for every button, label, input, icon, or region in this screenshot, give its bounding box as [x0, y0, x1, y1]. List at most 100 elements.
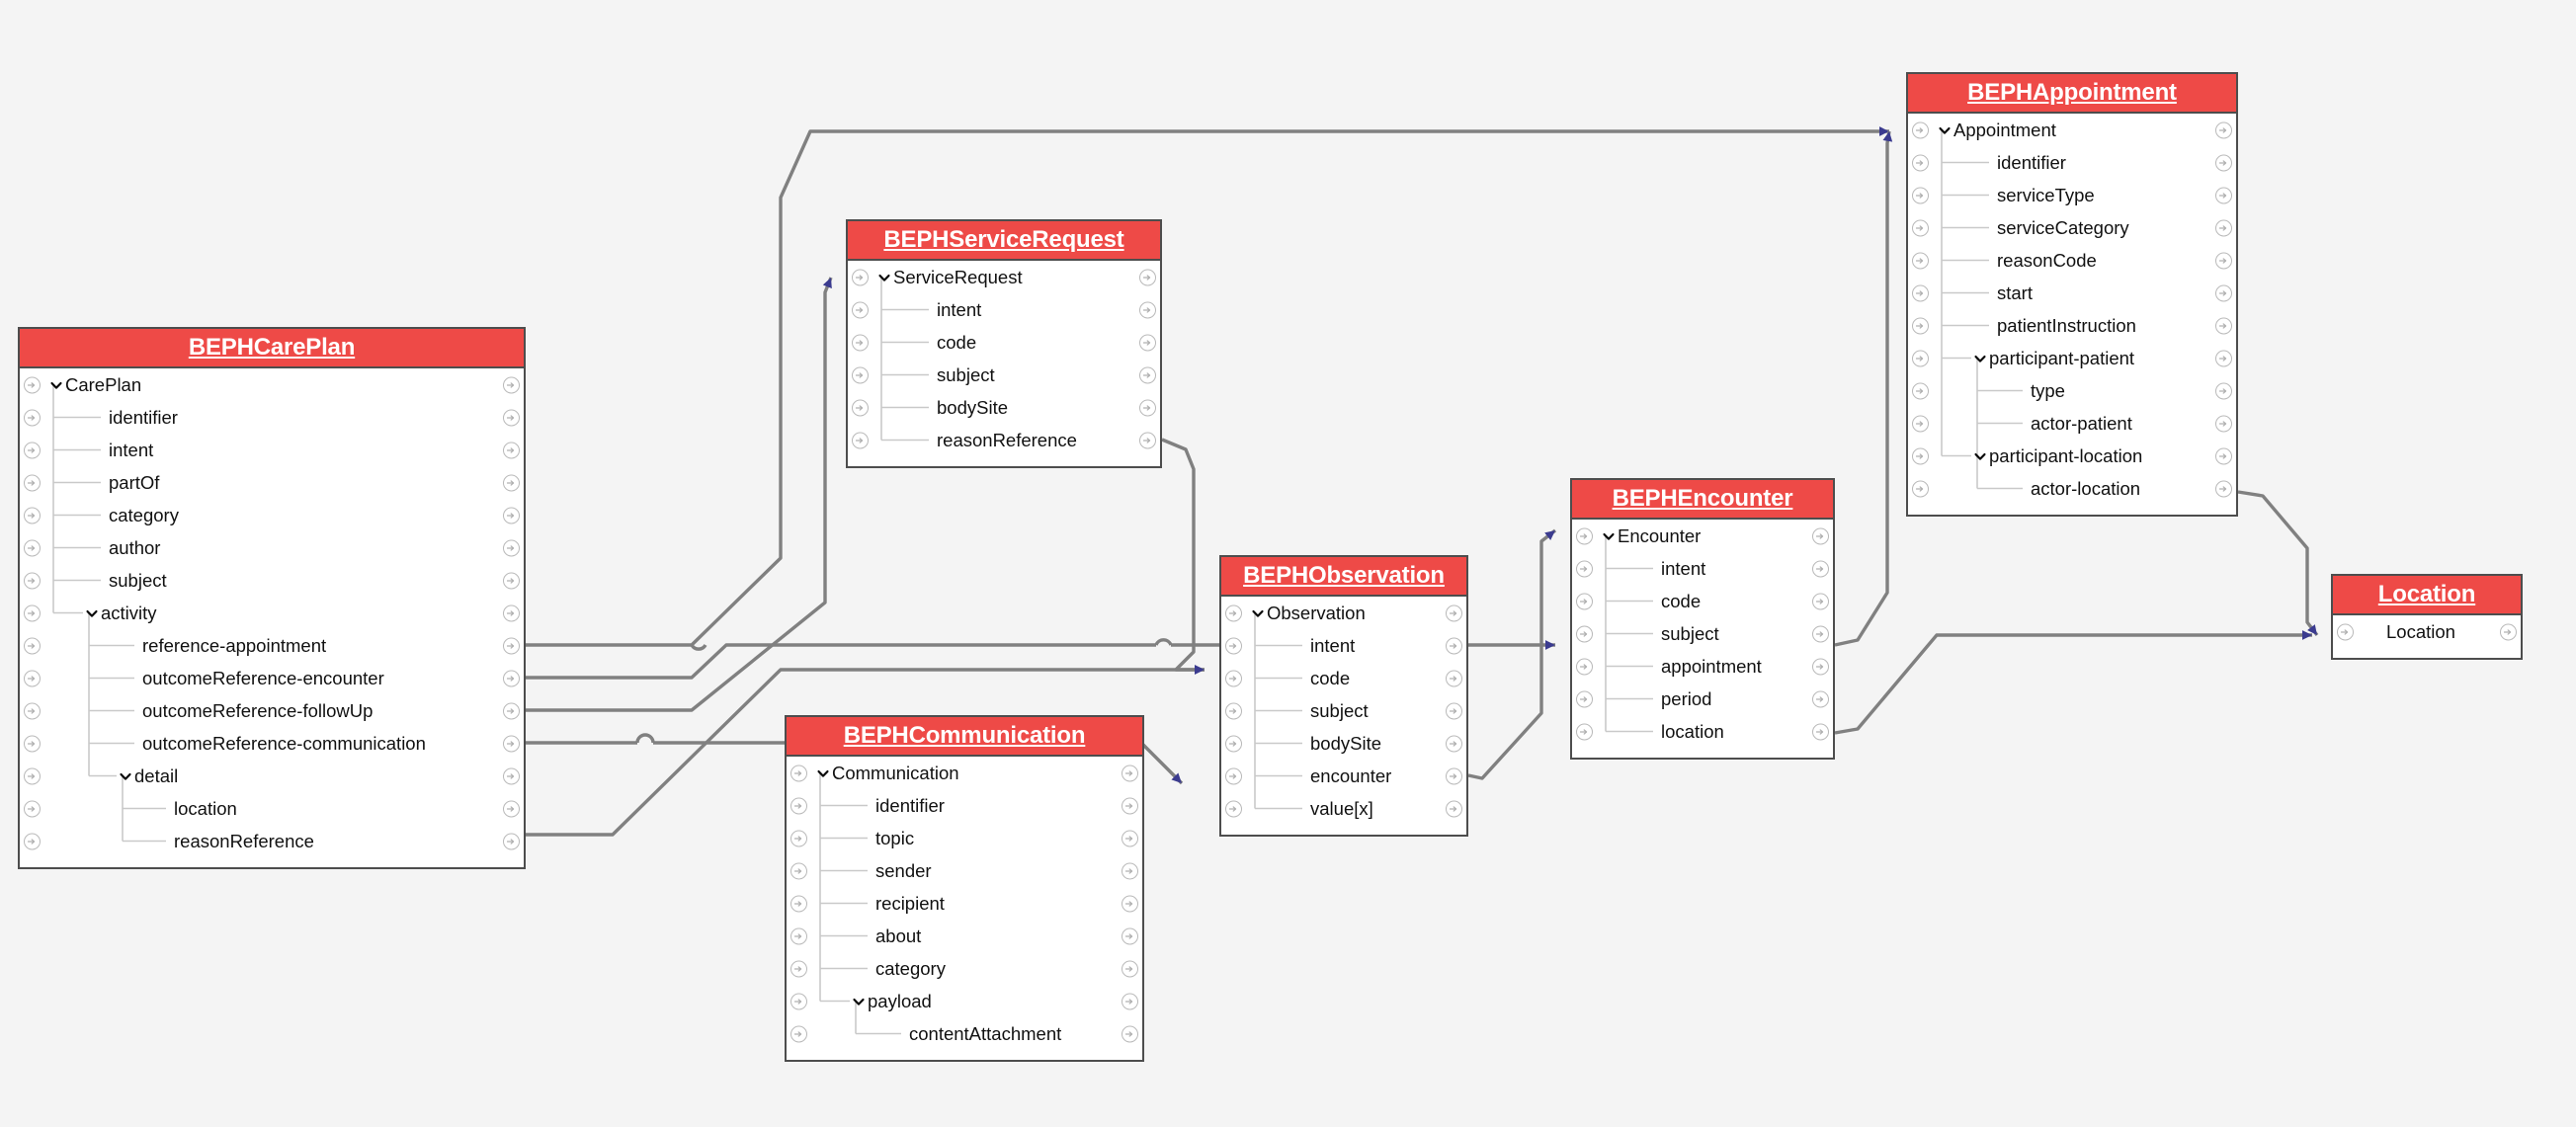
circle-arrow-right-icon[interactable] [24, 735, 41, 752]
field-row[interactable]: bodySite [848, 391, 1160, 424]
chevron-down-icon[interactable] [1602, 529, 1616, 543]
circle-arrow-right-icon[interactable] [1912, 382, 1929, 399]
circle-arrow-right-icon[interactable] [1139, 366, 1156, 383]
circle-arrow-right-icon[interactable] [1912, 447, 1929, 464]
circle-arrow-right-icon[interactable] [1122, 830, 1138, 846]
field-row[interactable]: sender [787, 854, 1142, 887]
field-row[interactable]: reasonCode [1908, 244, 2236, 277]
circle-arrow-right-icon[interactable] [852, 334, 869, 351]
circle-arrow-right-icon[interactable] [1812, 527, 1829, 544]
circle-arrow-right-icon[interactable] [24, 637, 41, 654]
circle-arrow-right-icon[interactable] [1225, 604, 1242, 621]
circle-arrow-right-icon[interactable] [2215, 187, 2232, 203]
circle-arrow-right-icon[interactable] [1446, 637, 1462, 654]
field-row[interactable]: Communication [787, 757, 1142, 789]
field-row[interactable]: actor-location [1908, 472, 2236, 505]
circle-arrow-right-icon[interactable] [503, 409, 520, 426]
circle-arrow-right-icon[interactable] [1576, 527, 1593, 544]
field-row[interactable]: Observation [1221, 597, 1466, 629]
circle-arrow-right-icon[interactable] [24, 833, 41, 849]
circle-arrow-right-icon[interactable] [2215, 219, 2232, 236]
circle-arrow-right-icon[interactable] [852, 432, 869, 448]
field-row[interactable]: detail [20, 760, 524, 792]
field-row[interactable]: outcomeReference-encounter [20, 662, 524, 694]
field-row[interactable]: serviceCategory [1908, 211, 2236, 244]
field-row[interactable]: CarePlan [20, 368, 524, 401]
chevron-down-icon[interactable] [1938, 123, 1952, 137]
circle-arrow-right-icon[interactable] [24, 767, 41, 784]
chevron-down-icon[interactable] [49, 378, 63, 392]
field-row[interactable]: activity [20, 597, 524, 629]
circle-arrow-right-icon[interactable] [24, 800, 41, 817]
circle-arrow-right-icon[interactable] [790, 993, 807, 1009]
field-row[interactable]: outcomeReference-communication [20, 727, 524, 760]
circle-arrow-right-icon[interactable] [1912, 415, 1929, 432]
field-row[interactable]: payload [787, 985, 1142, 1017]
circle-arrow-right-icon[interactable] [2215, 121, 2232, 138]
field-row[interactable]: participant-location [1908, 440, 2236, 472]
field-row[interactable]: code [1221, 662, 1466, 694]
circle-arrow-right-icon[interactable] [1122, 862, 1138, 879]
field-row[interactable]: recipient [787, 887, 1142, 920]
chevron-down-icon[interactable] [1973, 352, 1987, 365]
circle-arrow-right-icon[interactable] [1225, 735, 1242, 752]
field-row[interactable]: reference-appointment [20, 629, 524, 662]
field-row[interactable]: location [1572, 715, 1833, 748]
field-row[interactable]: identifier [20, 401, 524, 434]
entity-header-observation[interactable]: BEPHObservation [1221, 557, 1466, 597]
circle-arrow-right-icon[interactable] [1446, 604, 1462, 621]
field-row[interactable]: subject [1221, 694, 1466, 727]
field-row[interactable]: category [20, 499, 524, 531]
circle-arrow-right-icon[interactable] [1576, 690, 1593, 707]
field-row[interactable]: subject [20, 564, 524, 597]
circle-arrow-right-icon[interactable] [1912, 480, 1929, 497]
field-row[interactable]: value[x] [1221, 792, 1466, 825]
circle-arrow-right-icon[interactable] [1812, 560, 1829, 577]
circle-arrow-right-icon[interactable] [24, 376, 41, 393]
chevron-down-icon[interactable] [1973, 449, 1987, 463]
field-row[interactable]: period [1572, 683, 1833, 715]
field-row[interactable]: start [1908, 277, 2236, 309]
field-row[interactable]: patientInstruction [1908, 309, 2236, 342]
circle-arrow-right-icon[interactable] [1912, 121, 1929, 138]
field-row[interactable]: appointment [1572, 650, 1833, 683]
field-row[interactable]: author [20, 531, 524, 564]
circle-arrow-right-icon[interactable] [1912, 154, 1929, 171]
field-row[interactable]: reasonReference [20, 825, 524, 857]
circle-arrow-right-icon[interactable] [1122, 1025, 1138, 1042]
circle-arrow-right-icon[interactable] [852, 366, 869, 383]
field-row[interactable]: intent [1221, 629, 1466, 662]
circle-arrow-right-icon[interactable] [1122, 927, 1138, 944]
circle-arrow-right-icon[interactable] [2215, 382, 2232, 399]
field-row[interactable]: encounter [1221, 760, 1466, 792]
circle-arrow-right-icon[interactable] [503, 702, 520, 719]
circle-arrow-right-icon[interactable] [1912, 187, 1929, 203]
circle-arrow-right-icon[interactable] [1812, 658, 1829, 675]
circle-arrow-right-icon[interactable] [790, 1025, 807, 1042]
circle-arrow-right-icon[interactable] [1139, 432, 1156, 448]
circle-arrow-right-icon[interactable] [1576, 560, 1593, 577]
field-row[interactable]: outcomeReference-followUp [20, 694, 524, 727]
field-row[interactable]: identifier [1908, 146, 2236, 179]
circle-arrow-right-icon[interactable] [24, 474, 41, 491]
circle-arrow-right-icon[interactable] [1139, 269, 1156, 285]
circle-arrow-right-icon[interactable] [1139, 301, 1156, 318]
circle-arrow-right-icon[interactable] [24, 409, 41, 426]
field-row[interactable]: ServiceRequest [848, 261, 1160, 293]
circle-arrow-right-icon[interactable] [2215, 317, 2232, 334]
circle-arrow-right-icon[interactable] [2215, 415, 2232, 432]
chevron-down-icon[interactable] [85, 606, 99, 620]
circle-arrow-right-icon[interactable] [1812, 625, 1829, 642]
circle-arrow-right-icon[interactable] [503, 539, 520, 556]
circle-arrow-right-icon[interactable] [503, 507, 520, 523]
circle-arrow-right-icon[interactable] [1812, 723, 1829, 740]
field-row[interactable]: participant-patient [1908, 342, 2236, 374]
field-row[interactable]: identifier [787, 789, 1142, 822]
circle-arrow-right-icon[interactable] [1139, 334, 1156, 351]
field-row[interactable]: reasonReference [848, 424, 1160, 456]
circle-arrow-right-icon[interactable] [790, 960, 807, 977]
circle-arrow-right-icon[interactable] [1812, 593, 1829, 609]
field-row[interactable]: intent [20, 434, 524, 466]
